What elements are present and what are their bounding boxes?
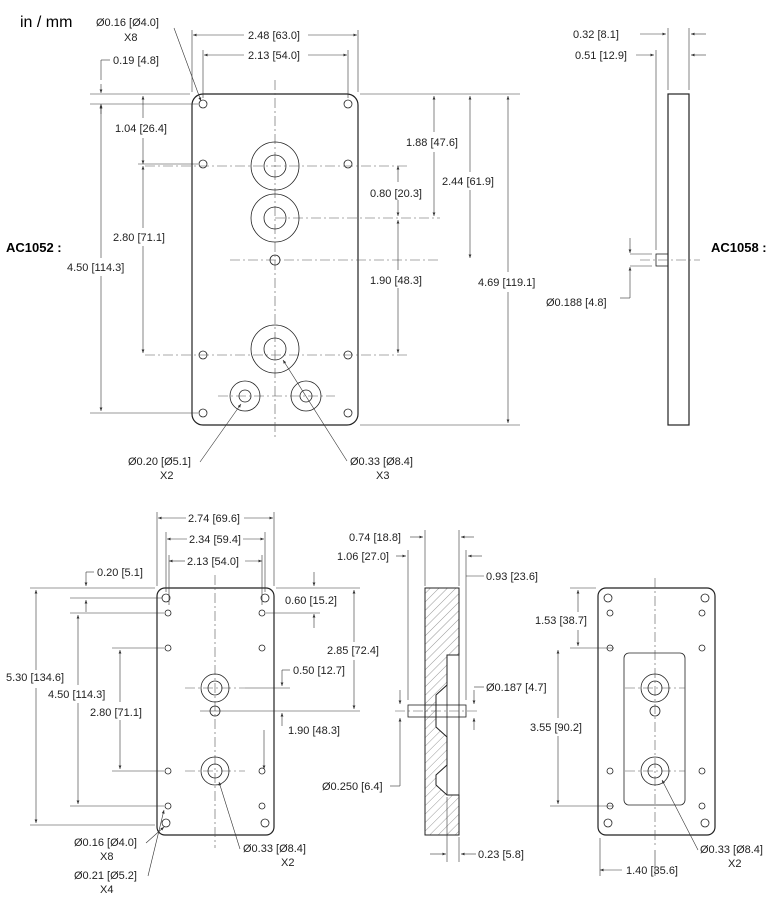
hole-small-callout: Ø0.16 [Ø4.0] xyxy=(96,17,159,29)
dim-0-93: 0.93 [23.6] xyxy=(486,571,538,583)
dim-2-80-bottom: 2.80 [71.1] xyxy=(90,707,142,719)
rear-plate-outline xyxy=(597,587,716,836)
dim-1-06: 1.06 [27.0] xyxy=(337,551,389,563)
hole-020-callout: Ø0.20 [Ø5.1] xyxy=(128,456,191,468)
dim-0-50: 0.50 [12.7] xyxy=(293,665,345,677)
top-front-view: 2.48 [63.0] 2.13 [54.0] Ø0.16 [Ø4.0] X8 … xyxy=(67,17,535,482)
top-side-view: 0.32 [8.1] 0.51 [12.9] Ø0.188 [4.8] xyxy=(546,28,706,426)
dim-2-13: 2.13 [54.0] xyxy=(248,50,300,62)
plate-side-outline xyxy=(667,93,690,426)
dim-0-74: 0.74 [18.8] xyxy=(349,532,401,544)
dim-0-23: 0.23 [5.8] xyxy=(478,849,524,861)
bottom-rear-view: 1.53 [38.7] 3.55 [90.2] 1.40 [35.6] Ø0.3… xyxy=(530,578,763,877)
dim-0-188: Ø0.188 [4.8] xyxy=(546,297,607,309)
dim-4-69: 4.69 [119.1] xyxy=(478,277,535,289)
hole-021-qty: X4 xyxy=(100,884,113,896)
hole-033-qty: X3 xyxy=(376,470,389,482)
dim-0-32: 0.32 [8.1] xyxy=(573,29,619,41)
model-label-ac1052: AC1052 : xyxy=(6,240,62,255)
hole-020-qty: X2 xyxy=(160,470,173,482)
dim-1-90-bottom: 1.90 [48.3] xyxy=(288,725,340,737)
hole-016-callout: Ø0.16 [Ø4.0] xyxy=(74,837,137,849)
hole-033-callout-rear: Ø0.33 [Ø8.4] xyxy=(700,844,763,856)
dim-1-88: 1.88 [47.6] xyxy=(406,137,458,149)
dim-2-74: 2.74 [69.6] xyxy=(188,513,240,525)
hole-016-qty: X8 xyxy=(100,851,113,863)
dim-2-80-top: 2.80 [71.1] xyxy=(113,232,165,244)
dim-1-53: 1.53 [38.7] xyxy=(535,615,587,627)
mount-hole-small xyxy=(198,99,353,418)
mount-plate-outline xyxy=(156,587,275,836)
mount-hole-small xyxy=(161,593,270,828)
dim-0-20: 0.20 [5.1] xyxy=(97,567,143,579)
counterbore-hole xyxy=(640,673,670,786)
hole-033-callout: Ø0.33 [Ø8.4] xyxy=(350,456,413,468)
bottom-front-view: 2.74 [69.6] 2.34 [59.4] 2.13 [54.0] 0.20… xyxy=(6,512,379,896)
hole-033-qty-rear: X2 xyxy=(728,858,741,870)
dim-0-187: Ø0.187 [4.7] xyxy=(486,682,547,694)
dim-2-48: 2.48 [63.0] xyxy=(248,30,300,42)
pin-hole xyxy=(649,705,661,717)
pin-hole xyxy=(269,254,281,266)
hole-small-qty: X8 xyxy=(124,32,137,44)
dim-0-80: 0.80 [20.3] xyxy=(370,188,422,200)
dim-2-34: 2.34 [59.4] xyxy=(189,534,241,546)
rear-pocket xyxy=(623,652,686,806)
mount-hole-small xyxy=(603,593,710,828)
units-label: in / mm xyxy=(20,14,72,31)
hole-033-qty-bottom: X2 xyxy=(281,857,294,869)
section-hatch xyxy=(424,587,460,836)
dim-4-50-top: 4.50 [114.3] xyxy=(67,262,124,274)
bottom-section-view: 0.74 [18.8] 1.06 [27.0] 0.93 [23.6] Ø0.1… xyxy=(322,530,547,862)
hole-033-callout-bottom: Ø0.33 [Ø8.4] xyxy=(243,843,306,855)
bottom-hole-pair xyxy=(229,380,322,412)
dim-0-19: 0.19 [4.8] xyxy=(113,55,159,67)
dim-3-55: 3.55 [90.2] xyxy=(530,722,582,734)
dim-2-85: 2.85 [72.4] xyxy=(327,645,379,657)
hole-021-callout: Ø0.21 [Ø5.2] xyxy=(74,870,137,882)
counterbore-hole xyxy=(200,673,230,786)
dim-0-51: 0.51 [12.9] xyxy=(575,50,627,62)
dim-1-40: 1.40 [35.6] xyxy=(626,865,678,877)
dim-1-90-top: 1.90 [48.3] xyxy=(370,275,422,287)
dim-2-44: 2.44 [61.9] xyxy=(442,176,494,188)
dim-2-13-bottom: 2.13 [54.0] xyxy=(187,556,239,568)
dim-0-250: Ø0.250 [6.4] xyxy=(322,781,383,793)
model-label-ac1058: AC1058 : xyxy=(711,240,767,255)
dim-0-60: 0.60 [15.2] xyxy=(285,595,337,607)
dim-4-50-bottom: 4.50 [114.3] xyxy=(48,689,105,701)
dim-1-04: 1.04 [26.4] xyxy=(115,123,167,135)
dim-5-30: 5.30 [134.6] xyxy=(6,672,64,684)
section-pocket xyxy=(446,654,460,796)
counterbore-hole xyxy=(250,141,300,374)
